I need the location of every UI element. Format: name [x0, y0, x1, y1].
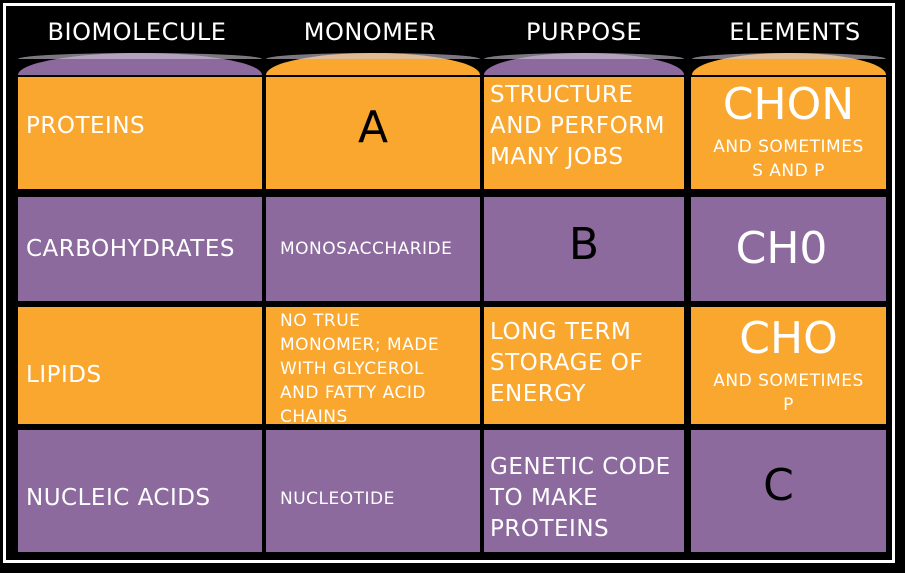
- cell-text: MONOSACCHARIDE: [280, 239, 453, 259]
- cell-text-line: STORAGE OF: [490, 350, 644, 376]
- header-arc: [266, 53, 480, 75]
- cell-text: NUCLEOTIDE: [280, 489, 395, 509]
- table-cell-biomolecule: LIPIDS: [18, 307, 262, 424]
- table-cell-monomer: NO TRUE MONOMER; MADE WITH GLYCEROL AND …: [266, 307, 480, 424]
- header-biomolecule: BIOMOLECULE: [47, 18, 227, 46]
- table-cell-elements: CH0: [691, 197, 886, 301]
- cell-text: CARBOHYDRATES: [26, 236, 235, 262]
- table-cell-monomer: NUCLEOTIDE: [266, 430, 480, 552]
- cell-text: LIPIDS: [26, 362, 102, 388]
- cell-text: A: [357, 102, 389, 153]
- header-monomer: MONOMER: [303, 18, 437, 46]
- cell-text: B: [568, 219, 600, 270]
- table-cell-elements: CHO AND SOMETIMES P: [691, 307, 886, 424]
- header-purpose: PURPOSE: [526, 18, 642, 46]
- table-cell-purpose: GENETIC CODE TO MAKE PROTEINS: [484, 430, 684, 552]
- cell-text-line: CHAINS: [280, 407, 348, 424]
- table-cell-biomolecule: PROTEINS: [18, 77, 262, 189]
- cell-text-note: AND SOMETIMES P: [713, 371, 864, 415]
- cell-text-line: WITH GLYCEROL: [280, 359, 425, 379]
- table-cell-biomolecule: CARBOHYDRATES: [18, 197, 262, 301]
- cell-text-main: CHON: [722, 79, 855, 130]
- header-arc: [692, 53, 886, 75]
- table-cell-elements: C: [691, 430, 886, 552]
- table-cell-purpose: B: [484, 197, 684, 301]
- cell-text-line: MANY JOBS: [490, 144, 624, 170]
- header-arc: [18, 53, 262, 75]
- cell-text-line: TO MAKE: [490, 485, 599, 511]
- cell-text: NUCLEIC ACIDS: [26, 485, 211, 511]
- header-elements: ELEMENTS: [729, 18, 861, 46]
- cell-text-line: LONG TERM: [490, 319, 632, 345]
- table-cell-purpose: STRUCTURE AND PERFORM MANY JOBS: [484, 77, 684, 189]
- cell-text-line: PROTEINS: [490, 516, 610, 542]
- cell-text-line: AND PERFORM: [490, 113, 666, 139]
- table-cell-biomolecule: NUCLEIC ACIDS: [18, 430, 262, 552]
- cell-text-main: C: [763, 460, 794, 511]
- cell-text-line: AND FATTY ACID: [280, 383, 426, 403]
- cell-text: PROTEINS: [26, 113, 146, 139]
- cell-text-note: AND SOMETIMES S AND P: [713, 137, 864, 181]
- cell-text-line: ENERGY: [490, 381, 586, 407]
- table-cell-monomer: MONOSACCHARIDE: [266, 197, 480, 301]
- table-cell-monomer: A: [266, 77, 480, 189]
- cell-text-main: CHO: [739, 313, 838, 364]
- cell-text-line: MONOMER; MADE: [280, 335, 440, 355]
- cell-text-main: CH0: [735, 223, 828, 274]
- table-cell-purpose: LONG TERM STORAGE OF ENERGY: [484, 307, 684, 424]
- cell-text-line: GENETIC CODE: [490, 454, 671, 480]
- cell-text-line: NO TRUE: [280, 311, 361, 331]
- table-cell-elements: CHON AND SOMETIMES S AND P: [691, 77, 886, 189]
- cell-text-line: STRUCTURE: [490, 82, 634, 108]
- header-arc: [484, 53, 684, 75]
- table-frame: [3, 3, 895, 563]
